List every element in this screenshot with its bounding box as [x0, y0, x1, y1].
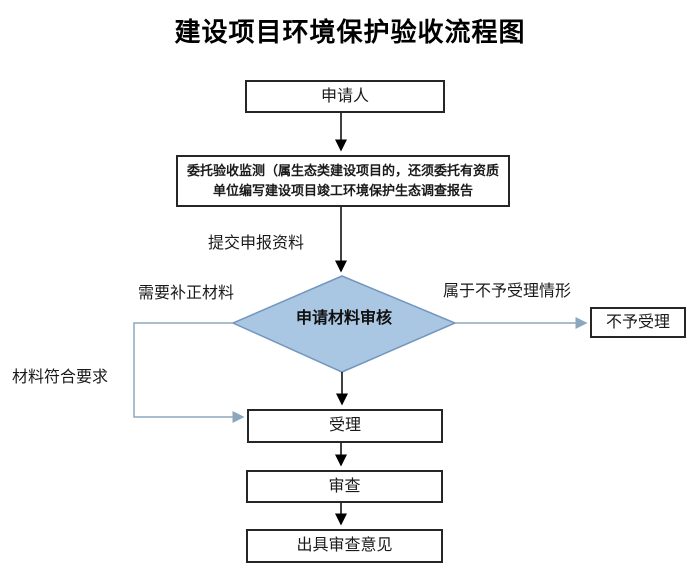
node-entrust-monitoring: 委托验收监测（属生态类建设项目的，还须委托有资质 单位编写建设项目竣工环境保护生…: [176, 155, 510, 207]
node-issue-opinion-label: 出具审查意见: [296, 537, 393, 555]
edge-label-submit-materials: 提交申报资料: [208, 235, 305, 252]
node-not-accepted-label: 不予受理: [605, 313, 670, 331]
node-entrust-line2: 单位编写建设项目竣工环境保护生态调查报告: [212, 183, 473, 198]
node-applicant-label: 申请人: [320, 87, 369, 105]
node-examine-label: 审查: [328, 477, 361, 495]
node-accept: 受理: [247, 409, 443, 443]
page-title: 建设项目环境保护验收流程图: [174, 17, 526, 47]
node-entrust-line1: 委托验收监测（属生态类建设项目的，还须委托有资质: [186, 162, 499, 178]
node-issue-opinion: 出具审查意见: [246, 529, 443, 563]
edge-label-not-accepted-case: 属于不予受理情形: [443, 283, 572, 300]
edge-label-materials-ok: 材料符合要求: [12, 369, 109, 386]
node-examine: 审查: [246, 470, 443, 503]
arrow-decision-to-accept-loop: [133, 322, 245, 423]
edge-label-need-correction: 需要补正材料: [138, 285, 235, 302]
node-decision-label: 申请材料审核: [295, 310, 392, 327]
node-not-accepted: 不予受理: [590, 307, 686, 338]
node-accept-label: 受理: [328, 417, 361, 435]
node-applicant: 申请人: [245, 80, 445, 113]
